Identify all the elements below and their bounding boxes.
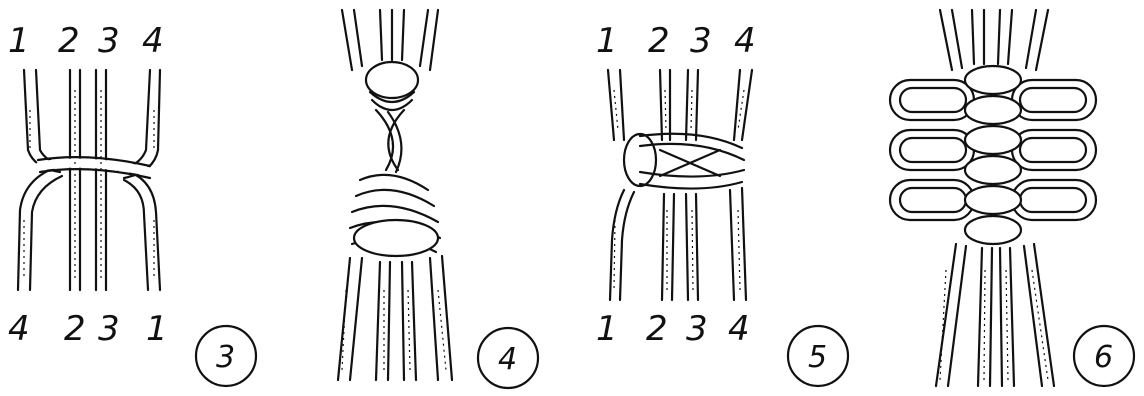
fig3-cords bbox=[18, 70, 160, 290]
fig6-number: 6 bbox=[1094, 340, 1113, 375]
fig3-bottom-label-4: 4 bbox=[8, 309, 30, 349]
fig3-number-badge: 3 bbox=[196, 326, 256, 386]
fig3-bottom-label-1: 1 bbox=[146, 309, 168, 349]
fig6-number-badge: 6 bbox=[1074, 326, 1134, 386]
fig5-number: 5 bbox=[808, 340, 827, 375]
fig5-bottom-label-2: 2 bbox=[646, 309, 668, 349]
fig5-bottom-label-3: 3 bbox=[686, 309, 708, 349]
fig3-top-label-3: 3 bbox=[98, 21, 120, 61]
fig5-bottom-label-1: 1 bbox=[596, 309, 618, 349]
fig3-top-label-2: 2 bbox=[58, 21, 80, 61]
figure-4: 4 bbox=[338, 10, 538, 388]
figure-6: 6 bbox=[890, 10, 1134, 386]
figure-5: 1 2 3 4 1 2 3 4 bbox=[596, 21, 848, 386]
fig3-bottom-label-2: 2 bbox=[64, 309, 86, 349]
fig5-top-label-4: 4 bbox=[734, 21, 756, 61]
fig5-cords bbox=[608, 70, 752, 300]
fig3-top-label-4: 4 bbox=[142, 21, 164, 61]
fig6-cords bbox=[890, 10, 1096, 386]
fig4-number-badge: 4 bbox=[478, 328, 538, 388]
fig5-bottom-label-4: 4 bbox=[728, 309, 750, 349]
fig3-number: 3 bbox=[216, 340, 235, 375]
fig4-cords bbox=[338, 10, 452, 380]
fig5-top-label-3: 3 bbox=[690, 21, 712, 61]
fig3-bottom-label-3: 3 bbox=[98, 309, 120, 349]
figure-3: 1 2 3 4 4 2 3 1 bbox=[8, 21, 256, 386]
fig5-top-label-1: 1 bbox=[596, 21, 618, 61]
fig4-number: 4 bbox=[498, 342, 517, 377]
fig5-top-label-2: 2 bbox=[648, 21, 670, 61]
fig5-number-badge: 5 bbox=[788, 326, 848, 386]
fig3-top-label-1: 1 bbox=[8, 21, 30, 61]
